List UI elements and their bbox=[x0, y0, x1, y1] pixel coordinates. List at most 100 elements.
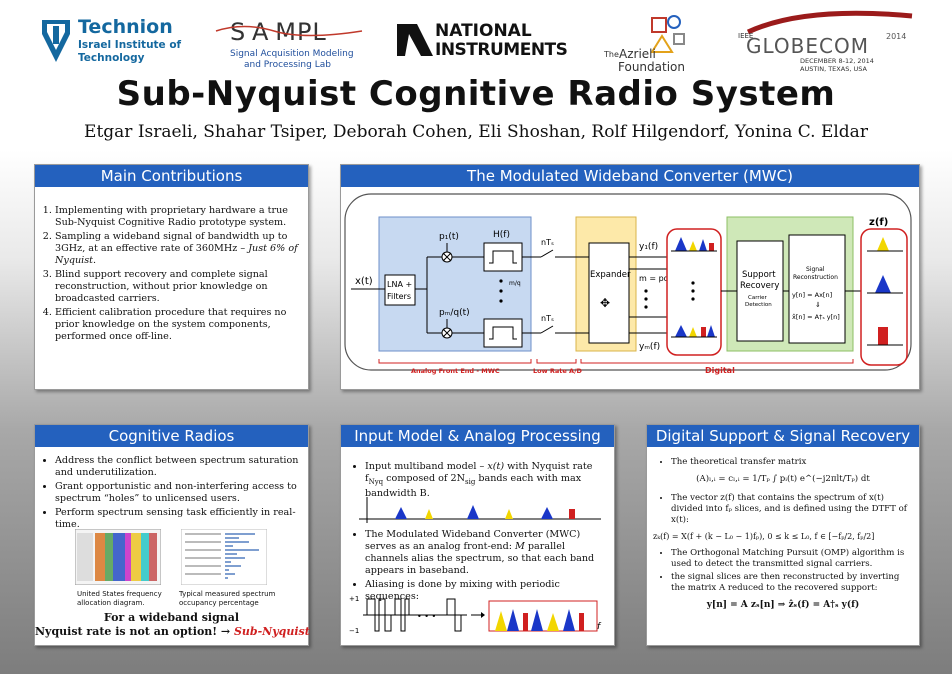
signal-label: Signal bbox=[806, 266, 825, 273]
frequency-allocation-chart bbox=[75, 529, 161, 585]
list-item: The vector z(f) that contains the spectr… bbox=[671, 493, 913, 526]
mwc-block-diagram: x(t) LNA + Filters p₁(t) H(f) nTₛ pₘ/q(t… bbox=[344, 193, 912, 375]
occupancy-caption-2: occupancy percentage bbox=[179, 599, 259, 607]
periodic-sequence-figure: +1 −1 • • • f bbox=[349, 595, 602, 635]
technion-sub2: Technology bbox=[78, 52, 145, 64]
mwc-panel: The Modulated Wideband Converter (MWC) x… bbox=[340, 164, 920, 390]
occupancy-caption-1: Typical measured spectrum bbox=[179, 590, 276, 598]
input-model-list: Input multiband model – x(t) with Nyquis… bbox=[347, 461, 608, 500]
azrieli-sub: Foundation bbox=[618, 60, 685, 74]
svg-text:⇓: ⇓ bbox=[815, 301, 821, 309]
input-model-panel: Input Model & Analog Processing Input mu… bbox=[340, 424, 615, 646]
eq1-label: y[n] = Ax[n] bbox=[792, 291, 832, 299]
f-axis-label: f bbox=[597, 622, 602, 632]
ni-logo: NATIONAL INSTRUMENTS bbox=[395, 10, 568, 70]
globecom-dates: DECEMBER 8-12, 2014 bbox=[800, 57, 874, 65]
input-model-body: Input multiband model – x(t) with Nyquis… bbox=[341, 447, 614, 500]
final-equation: y[n] = A zₛ[n] ⇒ ẑₛ(f) = A†ₛ y(f) bbox=[706, 600, 860, 610]
globecom-logo: IEEE GLOBECOM 2014 DECEMBER 8-12, 2014 A… bbox=[738, 10, 918, 73]
list-item: Grant opportunistic and non-interfering … bbox=[55, 481, 302, 505]
mq-label: m/q bbox=[509, 280, 521, 287]
list-item: Efficient calibration procedure that req… bbox=[55, 307, 298, 343]
plus-one-label: +1 bbox=[349, 595, 359, 603]
list-item: Perform spectrum sensing task efficientl… bbox=[55, 507, 302, 531]
cognitive-radios-list: Address the conflict between spectrum sa… bbox=[37, 455, 302, 531]
globecom-place: AUSTIN, TEXAS, USA bbox=[800, 65, 867, 73]
list-item: Address the conflict between spectrum sa… bbox=[55, 455, 302, 479]
main-contributions-title: Main Contributions bbox=[35, 165, 308, 187]
signal-reconstruction-box bbox=[788, 234, 846, 344]
sub-nyquist-highlight: Sub-Nyquist bbox=[233, 625, 310, 638]
ni-line2: INSTRUMENTS bbox=[435, 40, 568, 60]
ym-label: yₘ(f) bbox=[639, 342, 660, 352]
digital-support-title: Digital Support & Signal Recovery bbox=[647, 425, 919, 447]
p1-label: p₁(t) bbox=[439, 232, 459, 242]
bottom-line-2: Nyquist rate is not an option! → Sub-Nyq… bbox=[35, 625, 310, 638]
support-label: Support bbox=[742, 270, 776, 280]
expander-box bbox=[588, 242, 630, 344]
digital-support-list-2: The vector z(f) that contains the spectr… bbox=[653, 493, 913, 526]
azrieli-logo: The Azrieli Foundation bbox=[600, 10, 700, 74]
nts-bottom-label: nTₛ bbox=[541, 314, 554, 323]
z-definition-equation: zₖ(f) = X(f + (k − L₀ − 1)fₚ), 0 ≤ k ≤ L… bbox=[653, 532, 875, 541]
carrier-label: Carrier bbox=[748, 295, 768, 301]
list-item: The Orthogonal Matching Pursuit (OMP) al… bbox=[671, 548, 913, 570]
ni-eagle-icon bbox=[397, 24, 433, 56]
main-contributions-panel: Main Contributions Implementing with pro… bbox=[34, 164, 309, 390]
azrieli-name: Azrieli bbox=[619, 47, 656, 61]
recovery-label: Recovery bbox=[740, 281, 779, 291]
technion-logo: Technion Israel Institute of Technology bbox=[38, 10, 181, 70]
sampl-wave-icon bbox=[215, 25, 363, 37]
lna-filters-box bbox=[384, 274, 416, 306]
ni-line1: NATIONAL bbox=[435, 21, 532, 41]
output-spectra-frame bbox=[860, 228, 908, 366]
sampl-logo: S A MPL Signal Acquisition Modeling and … bbox=[208, 10, 368, 70]
filters-label: Filters bbox=[387, 292, 411, 301]
digital-support-panel: Digital Support & Signal Recovery The th… bbox=[646, 424, 920, 646]
multiband-spectrum-figure bbox=[359, 497, 601, 523]
technion-emblem-icon bbox=[42, 20, 70, 62]
poster-title: Sub-Nyquist Cognitive Radio System bbox=[116, 74, 836, 114]
poster-authors: Etgar Israeli, Shahar Tsiper, Deborah Co… bbox=[84, 122, 868, 142]
sampl-sub2: and Processing Lab bbox=[244, 60, 331, 70]
allocation-caption-1: United States frequency bbox=[77, 590, 162, 598]
support-recovery-box bbox=[736, 240, 784, 342]
eq2-label: x̂[n] = A†ₛ y[n] bbox=[792, 313, 840, 321]
lna-label: LNA + bbox=[387, 280, 412, 289]
list-item: Aliasing is done by mixing with periodic… bbox=[365, 579, 609, 603]
lpf-top-box bbox=[483, 242, 523, 272]
nts-top-label: nTₛ bbox=[541, 238, 554, 247]
globecom-swoosh-icon bbox=[746, 10, 913, 34]
cognitive-radios-title: Cognitive Radios bbox=[35, 425, 308, 447]
m-eq-label: m = pq bbox=[639, 274, 669, 283]
reconstruction-label: Reconstruction bbox=[793, 274, 838, 281]
list-item: Implementing with proprietary hardware a… bbox=[55, 205, 298, 229]
digital-label: Digital bbox=[705, 366, 735, 375]
periodic-dots-label: • • • bbox=[417, 612, 436, 621]
analog-front-end-label: Analog Front End - MWC bbox=[411, 367, 500, 375]
list-item: Sampling a wideband signal of bandwidth … bbox=[55, 231, 298, 267]
minus-one-label: −1 bbox=[349, 627, 359, 635]
list-item: The theoretical transfer matrix bbox=[671, 457, 913, 468]
azrieli-pre: The bbox=[604, 50, 619, 59]
spectrum-occupancy-chart bbox=[181, 529, 267, 585]
allocation-caption-2: allocation diagram. bbox=[77, 599, 145, 607]
globecom-name: GLOBECOM bbox=[746, 34, 869, 58]
expander-label: Expander bbox=[590, 270, 631, 280]
technion-name: Technion bbox=[78, 16, 173, 38]
z-label: z(f) bbox=[869, 217, 888, 228]
detection-label: Detection bbox=[745, 302, 772, 308]
digital-support-list: The theoretical transfer matrix bbox=[653, 457, 913, 468]
globecom-pre: IEEE bbox=[738, 32, 754, 40]
mwc-title: The Modulated Wideband Converter (MWC) bbox=[341, 165, 919, 187]
pm-label: pₘ/q(t) bbox=[439, 308, 470, 318]
expand-arrows-icon: ✥ bbox=[600, 296, 610, 310]
list-item: Input multiband model – x(t) with Nyquis… bbox=[365, 461, 608, 500]
input-model-body-2: The Modulated Wideband Converter (MWC) s… bbox=[347, 529, 609, 605]
h-label: H(f) bbox=[493, 230, 510, 240]
globecom-year: 2014 bbox=[886, 32, 907, 41]
digital-support-list-3: The Orthogonal Matching Pursuit (OMP) al… bbox=[653, 548, 913, 594]
list-item: The Modulated Wideband Converter (MWC) s… bbox=[365, 529, 609, 577]
low-rate-label: Low Rate A/D bbox=[533, 367, 582, 375]
mwc-input-label: x(t) bbox=[355, 276, 373, 287]
